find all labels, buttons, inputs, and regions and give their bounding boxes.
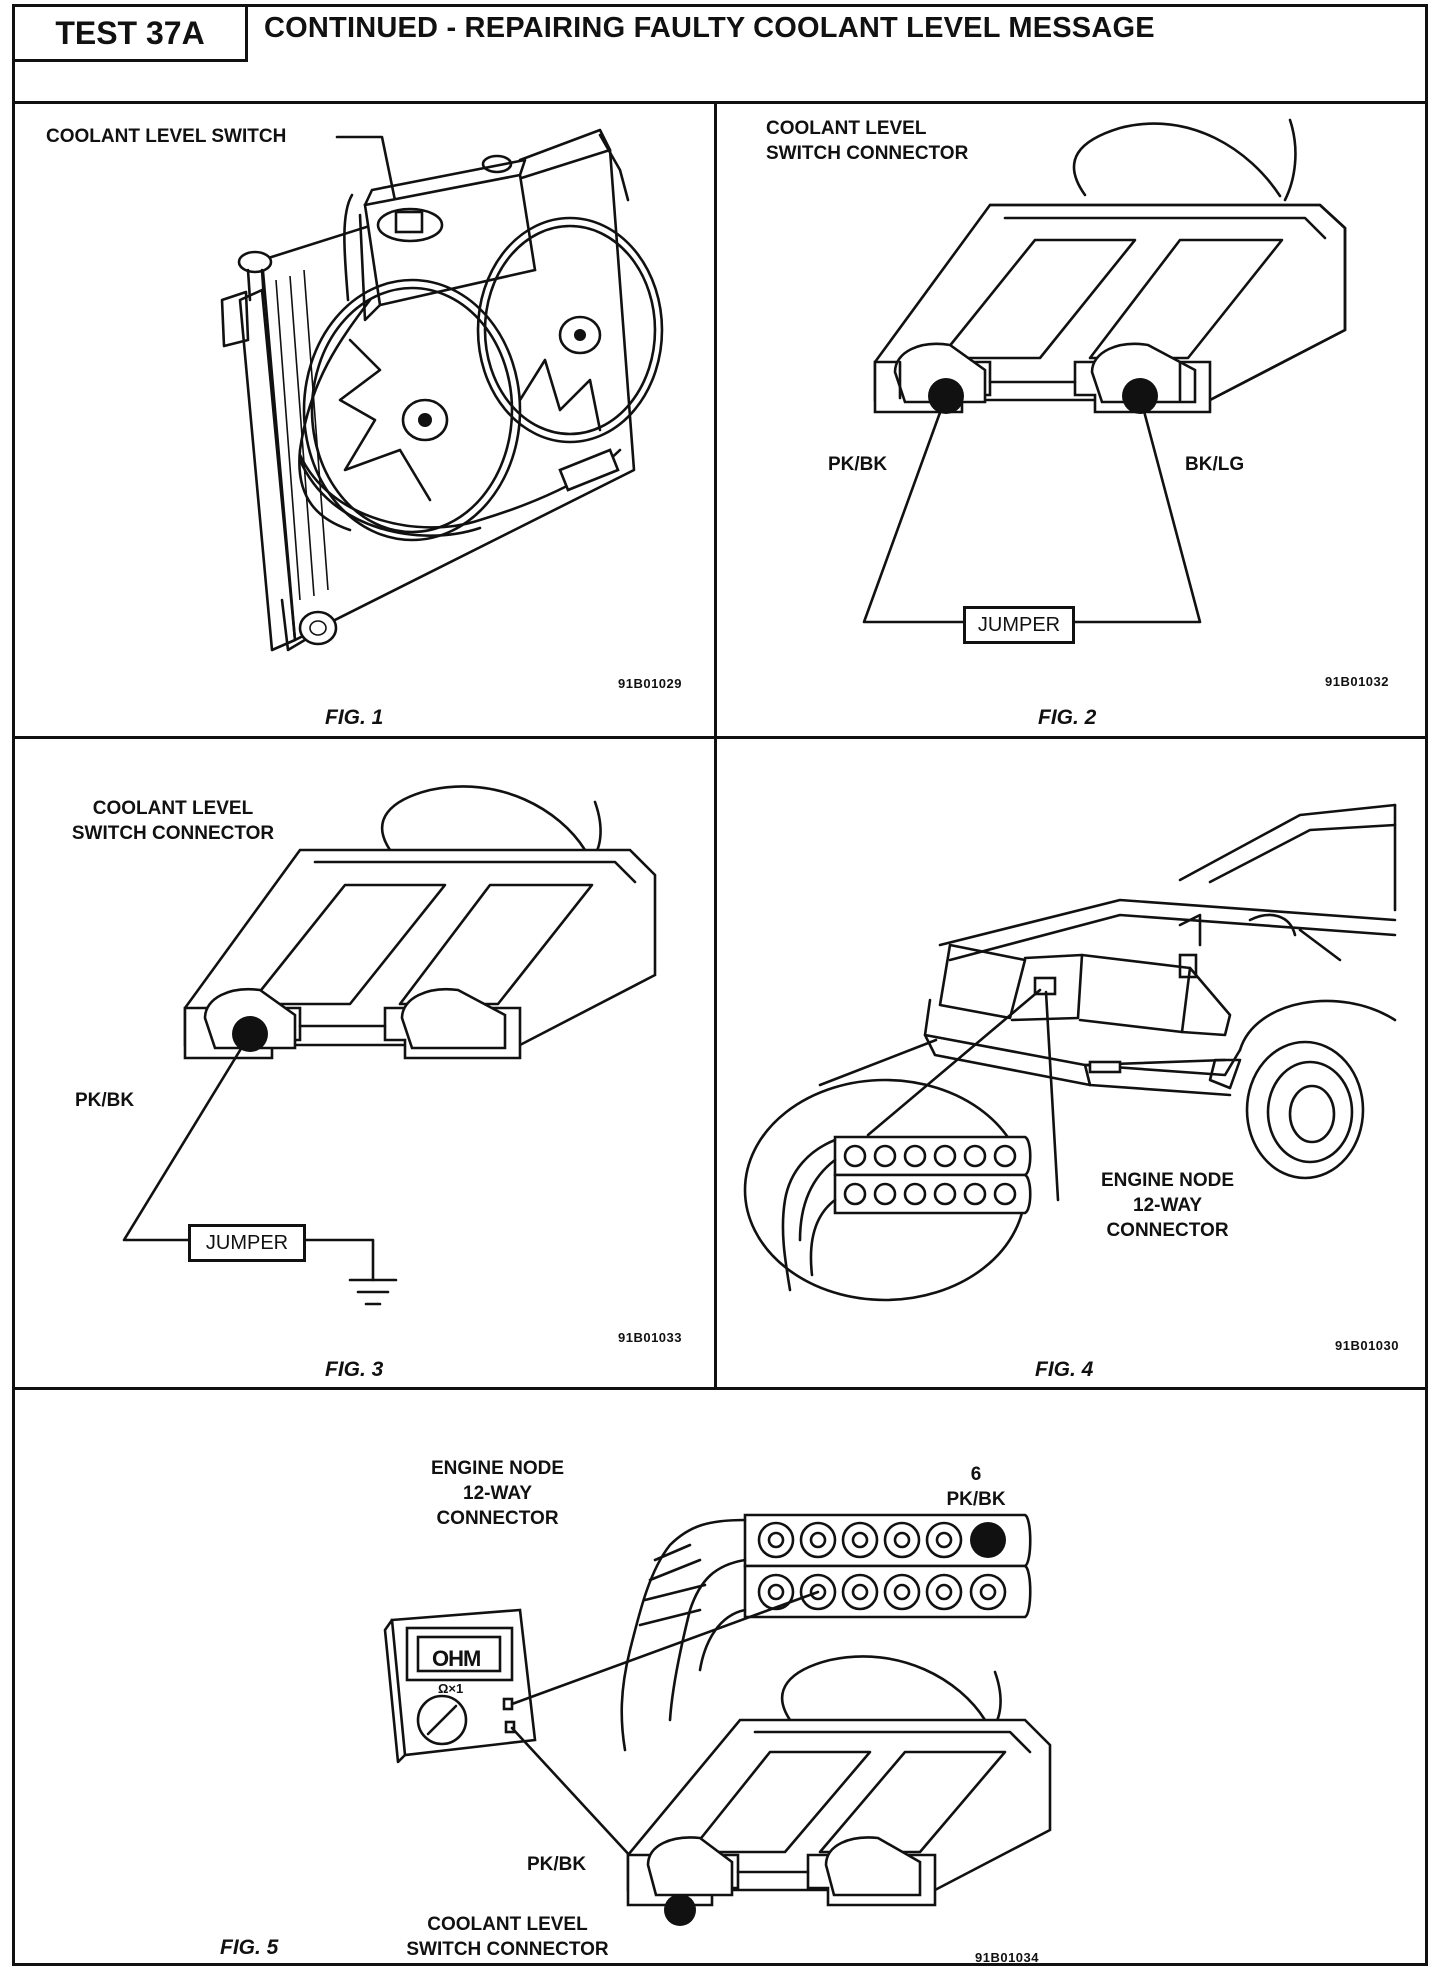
row-divider-1 — [12, 736, 1428, 739]
figure-code: 91B01030 — [1335, 1338, 1399, 1353]
inset-pins — [843, 1144, 1017, 1206]
engine-node-12-way-connector-label: ENGINE NODE 12-WAY CONNECTOR — [1100, 1170, 1235, 1241]
page-frame — [12, 4, 1428, 1966]
figure-caption: FIG. 3 — [325, 1358, 384, 1381]
figure-caption: FIG. 2 — [1038, 706, 1097, 729]
test-id: TEST 37A — [55, 14, 205, 51]
figure-code: 91B01033 — [618, 1330, 682, 1345]
wire-label-pk-bk: PK/BK — [828, 454, 888, 475]
jumper-box: JUMPER — [963, 606, 1075, 644]
jumper-box: JUMPER — [188, 1224, 306, 1262]
coolant-level-switch-connector-label: COOLANT LEVEL SWITCH CONNECTOR — [766, 118, 969, 164]
test-id-box — [12, 4, 248, 62]
figure-caption: FIG. 4 — [1035, 1358, 1094, 1381]
figure-code: 91B01034 — [975, 1950, 1039, 1965]
figure-caption: FIG. 1 — [325, 706, 384, 729]
meter-display: OHM — [432, 1646, 481, 1671]
figure-caption: FIG. 5 — [220, 1936, 279, 1959]
coolant-level-switch-connector-label: COOLANT LEVEL SWITCH CONNECTOR — [71, 798, 275, 844]
coolant-level-switch-label: COOLANT LEVEL SWITCH — [46, 126, 287, 147]
page-title: CONTINUED - REPAIRING FAULTY COOLANT LEV… — [264, 12, 1155, 44]
pin-6-pk-bk-label: 6 PK/BK — [946, 1464, 1006, 1510]
figure-code: 91B01032 — [1325, 674, 1389, 689]
column-divider — [714, 101, 717, 1390]
meter-range-label: Ω×1 — [438, 1681, 464, 1696]
wire-label-bk-lg: BK/LG — [1185, 454, 1245, 475]
header-divider — [12, 101, 1428, 104]
engine-node-12-way-connector-label: ENGINE NODE 12-WAY CONNECTOR — [430, 1458, 565, 1529]
wire-label-pk-bk: PK/BK — [527, 1854, 587, 1875]
row-divider-2 — [12, 1387, 1428, 1390]
wire-label-pk-bk: PK/BK — [75, 1090, 135, 1111]
figure-code: 91B01029 — [618, 676, 682, 691]
coolant-level-switch-connector-label: COOLANT LEVEL SWITCH CONNECTOR — [406, 1914, 609, 1960]
